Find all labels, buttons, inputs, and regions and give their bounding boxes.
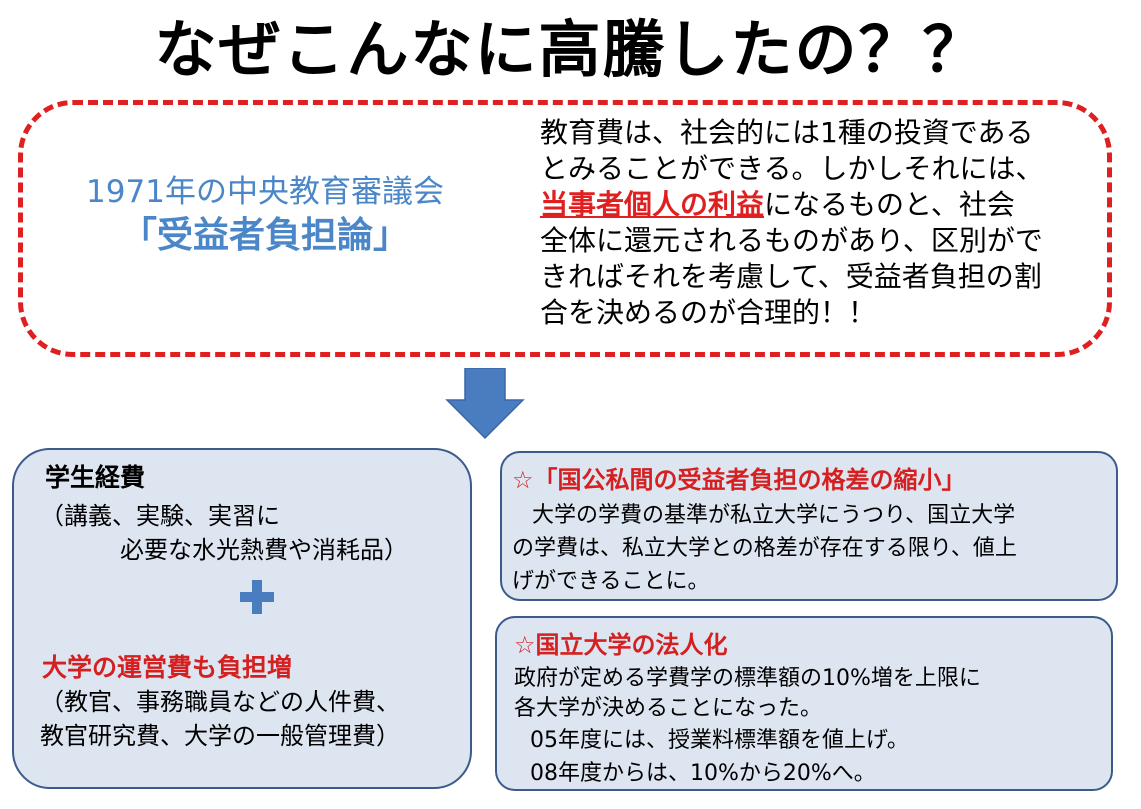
incorporation-heading: ☆国立大学の法人化 — [514, 631, 728, 659]
operating-cost-detail: 教官研究費、大学の一般管理費） — [40, 722, 400, 750]
student-expenses-heading: 学生経費 — [45, 463, 146, 492]
explanation-line: 全体に還元されるものがあり、区別がで — [540, 224, 1043, 257]
gap-reduction-line: げができることに。 — [512, 569, 710, 594]
highlight-text: 当事者個人の利益 — [540, 188, 765, 221]
gap-reduction-line: の学費は、私立大学との格差が存在する限り、値上 — [512, 536, 1017, 561]
incorporation-panel — [495, 616, 1113, 791]
incorporation-line: 各大学が決めることになった。 — [514, 696, 823, 721]
explanation-line: 合を決めるのが合理的！！ — [540, 296, 877, 329]
student-expenses-panel — [12, 448, 472, 789]
gap-reduction-heading: ☆「国公私間の受益者負担の格差の縮小」 — [512, 466, 966, 494]
operating-cost-heading: 大学の運営費も負担増 — [42, 653, 293, 682]
student-expenses-detail: （講義、実験、実習に — [40, 502, 280, 530]
page-title: なぜこんなに高騰したの？？ — [154, 13, 987, 86]
plus-icon — [240, 580, 274, 614]
explanation-line: 当事者個人の利益になるものと、社会 — [540, 187, 1100, 223]
gap-reduction-line: 大学の学費の基準が私立大学にうつり、国立大学 — [532, 503, 1016, 528]
incorporation-line: 政府が定める学費学の標準額の10%増を上限に — [514, 666, 981, 691]
council-label: 1971年の中央教育審議会 「受益者負担論」 — [30, 172, 500, 260]
explanation-line: とみることができる。しかしそれには、 — [540, 152, 1044, 185]
theory-name: 「受益者負担論」 — [120, 215, 409, 256]
explanation-line: 教育費は、社会的には1種の投資である — [540, 116, 1034, 149]
incorporation-line: 05年度には、授業料標準額を値上げ。 — [530, 728, 909, 753]
down-arrow-icon — [445, 368, 525, 440]
summary-box — [18, 100, 1112, 357]
explanation-line-rest: になるものと、社会 — [764, 188, 1015, 221]
explanation-line: きればそれを考慮して、受益者負担の割 — [540, 260, 1042, 293]
council-name: 1971年の中央教育審議会 — [86, 174, 444, 210]
student-expenses-detail: 必要な水光熱費や消耗品） — [120, 536, 408, 564]
gap-reduction-panel — [500, 451, 1118, 601]
explanation-text: 教育費は、社会的には1種の投資である とみることができる。しかしそれには、 当事… — [540, 115, 1100, 331]
operating-cost-detail: （教官、事務職員などの人件費、 — [40, 688, 400, 716]
incorporation-line: 08年度からは、10%から20%へ。 — [530, 761, 876, 786]
